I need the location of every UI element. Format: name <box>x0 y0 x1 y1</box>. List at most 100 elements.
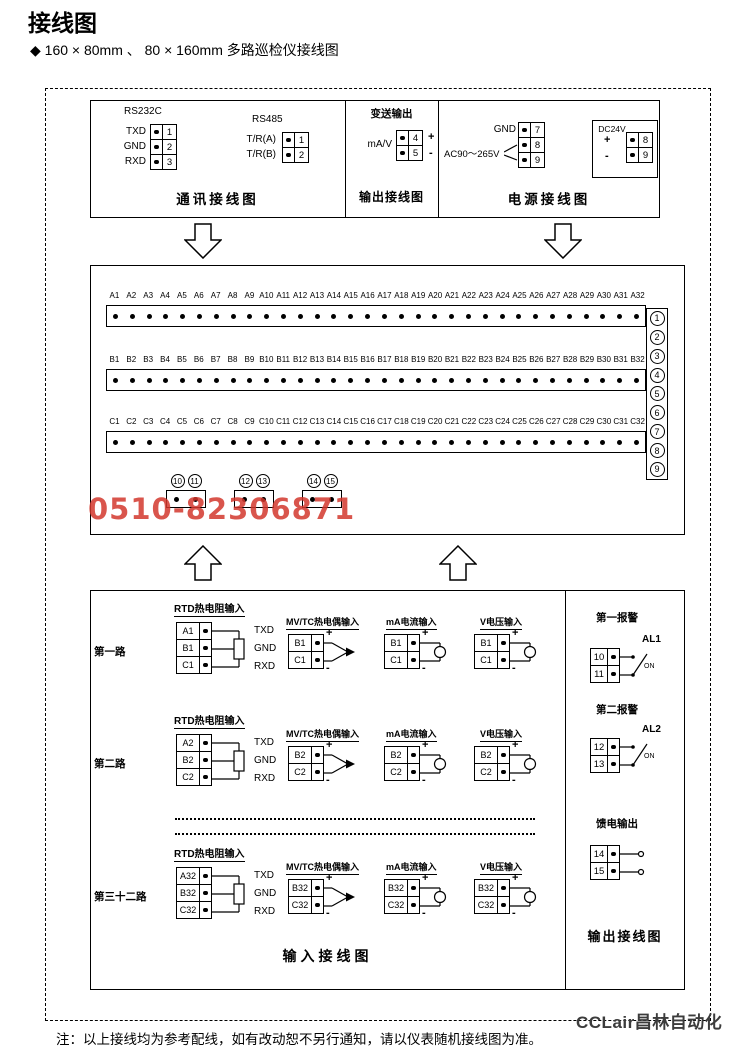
terminal-label: C7 <box>210 417 221 426</box>
rtd-wire-label: GND <box>254 643 277 654</box>
terminal-label: C14 <box>326 417 342 426</box>
terminal-label: A23 <box>478 291 493 300</box>
terminal-strip-c <box>106 431 646 453</box>
brand-watermark: CCLair昌林自动化 <box>576 1013 723 1032</box>
alarm-2-tag: AL2 <box>642 724 661 735</box>
terminal-dot <box>544 377 561 383</box>
terminal-dot <box>376 377 393 383</box>
terminal-dot <box>191 377 208 383</box>
terminal-dot-cell <box>311 651 324 669</box>
terminal-label: A29 <box>579 291 595 300</box>
terminal-dot <box>410 439 427 445</box>
terminal-label: B29 <box>579 355 595 364</box>
terminal-number-cell: 7 <box>530 122 545 138</box>
terminal-label: B21 <box>444 355 460 364</box>
voltage-terminal-block: B1 C1 <box>474 634 510 669</box>
terminal-dot-cell <box>607 862 620 880</box>
plus-sign: + <box>422 627 429 639</box>
plus-sign: + <box>512 627 519 639</box>
outer-dashed-frame <box>45 88 711 1021</box>
rtd-wire-label: GND <box>254 888 277 899</box>
plus-sign: + <box>512 872 519 884</box>
terminal-number-cell: C1 <box>288 651 312 669</box>
terminal-dot <box>578 439 595 445</box>
rtd-input-header: RTD热电阻输入 <box>174 600 245 617</box>
down-arrow <box>544 223 582 259</box>
terminal-label: A16 <box>360 291 375 300</box>
terminal-dot <box>595 439 612 445</box>
terminal-label: A28 <box>562 291 578 300</box>
terminal-dot <box>561 439 578 445</box>
terminal-label: B18 <box>394 355 409 364</box>
terminal-label: B6 <box>193 355 204 364</box>
terminal-label: C28 <box>562 417 578 426</box>
terminal-label: C15 <box>343 417 359 426</box>
terminal-number-cell: B32 <box>176 884 200 902</box>
top-connection-box <box>90 100 660 218</box>
terminal-dot-cell <box>607 738 620 756</box>
transmit-plus-sign: + <box>428 131 435 143</box>
side-terminal-number: 7 <box>649 424 665 440</box>
terminal-dot <box>242 377 259 383</box>
mini-terminal-number: 14 <box>306 474 321 488</box>
terminal-label: A22 <box>461 291 476 300</box>
terminal-dot <box>107 313 124 319</box>
terminal-label: C13 <box>309 417 325 426</box>
side-terminal-number: 8 <box>649 443 665 459</box>
terminal-dot <box>426 377 443 383</box>
terminal-label: A7 <box>210 291 221 300</box>
terminal-label: B10 <box>259 355 274 364</box>
terminal-label: B4 <box>160 355 170 364</box>
terminal-label: B22 <box>461 355 476 364</box>
voltage-terminal-block: B2 C2 <box>474 746 510 781</box>
terminal-dot <box>275 377 292 383</box>
terminal-dot <box>191 313 208 319</box>
down-arrow <box>184 223 222 259</box>
relay-contact-symbol <box>620 653 648 677</box>
terminal-label: A2 <box>126 291 137 300</box>
relay-contact-symbol <box>620 743 648 767</box>
terminal-label: B15 <box>343 355 358 364</box>
terminal-label: C17 <box>377 417 392 426</box>
input-channel-row: 第一路 RTD热电阻输入 A1 B1 C1 TXD GND RXD MV/TC热… <box>90 598 565 708</box>
terminal-label: B32 <box>630 355 645 364</box>
tc-terminal-block: B1 C1 <box>288 634 324 669</box>
terminal-label: C20 <box>427 417 443 426</box>
terminal-dot <box>342 313 359 319</box>
ma-terminal-block: B1 C1 <box>384 634 420 669</box>
terminal-dot <box>174 377 191 383</box>
terminal-dot <box>157 439 174 445</box>
terminal-dot <box>124 439 141 445</box>
terminal-label: A11 <box>276 291 290 300</box>
terminal-label: C24 <box>495 417 510 426</box>
terminal-dot <box>208 439 225 445</box>
rtd-input-header: RTD热电阻输入 <box>174 712 245 729</box>
minus-sign: - <box>512 774 516 786</box>
terminal-label: B9 <box>244 355 255 364</box>
side-terminal-number: 3 <box>649 348 665 364</box>
rtd-sensor-symbol <box>211 630 245 668</box>
channel-label: 第一路 <box>94 646 126 658</box>
terminal-label: C26 <box>528 417 544 426</box>
terminal-dot <box>292 439 309 445</box>
terminal-dot <box>342 377 359 383</box>
terminal-number-cell: B2 <box>474 746 498 764</box>
plus-sign: + <box>326 627 333 639</box>
terminal-label: A8 <box>227 291 238 300</box>
terminal-label: B3 <box>143 355 154 364</box>
terminal-label: A1 <box>109 291 120 300</box>
terminal-number-cell: 5 <box>408 145 423 161</box>
mini-terminal-number: 13 <box>255 474 270 488</box>
terminal-dot <box>443 313 460 319</box>
terminal-label: A26 <box>529 291 544 300</box>
rtd-wire-labels: TXD GND RXD <box>254 734 276 788</box>
terminal-dot <box>174 313 191 319</box>
terminal-label: B31 <box>613 355 628 364</box>
rtd-sensor-symbol <box>211 742 245 780</box>
terminal-label: C30 <box>596 417 612 426</box>
terminal-label: C2 <box>126 417 137 426</box>
alarm-2-title: 第二报警 <box>596 704 638 716</box>
terminal-label: B8 <box>227 355 238 364</box>
